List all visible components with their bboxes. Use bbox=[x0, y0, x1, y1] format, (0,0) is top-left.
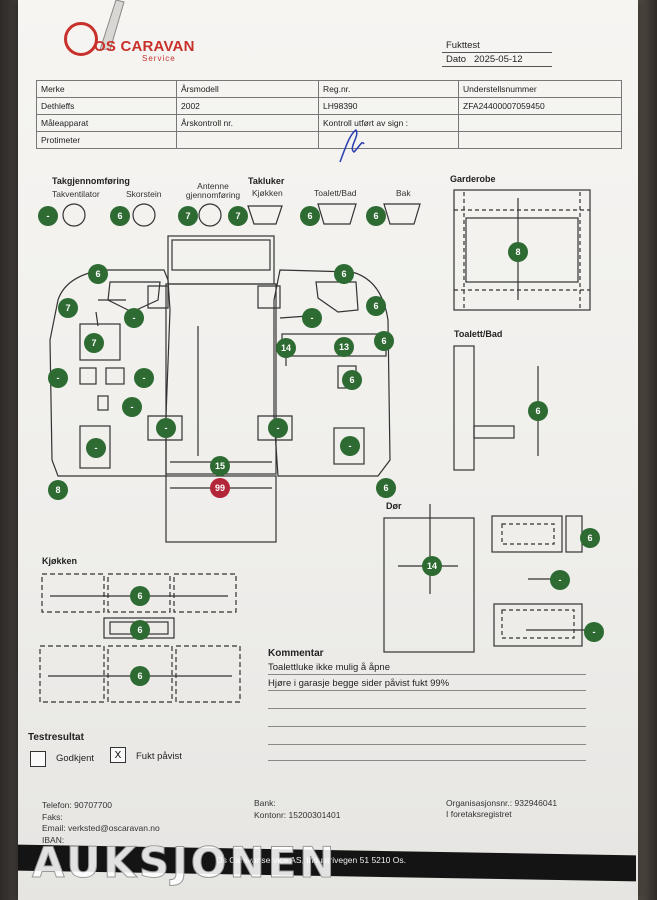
moisture-label: Fukt påvist bbox=[136, 751, 182, 762]
vehicle-info-table: Merke Årsmodell Reg.nr. Understellsnumme… bbox=[36, 80, 622, 149]
bank-label: Bank: bbox=[254, 798, 276, 808]
company-register: I foretaksregistret bbox=[446, 809, 512, 819]
bank-account: Kontonr: 15200301401 bbox=[254, 810, 341, 820]
reading-wardrobe: 8 bbox=[508, 242, 528, 262]
moisture-checkbox[interactable]: X bbox=[110, 747, 126, 763]
reading-center-15: 15 bbox=[210, 456, 230, 476]
reading-bathroom: 6 bbox=[528, 401, 548, 421]
roof-hatches-title: Takluker bbox=[248, 176, 285, 186]
antenna-label: Antenne gjennomføring bbox=[185, 181, 241, 200]
reading-plan-right-bottom: 6 bbox=[376, 478, 396, 498]
contact-email: Email: verksted@oscaravan.no bbox=[42, 823, 160, 833]
reading-plan-left-a: - bbox=[48, 368, 68, 388]
contact-fax: Faks: bbox=[42, 812, 63, 822]
reading-kitchen-top: 6 bbox=[130, 586, 150, 606]
reading-kitchen-bottom: 6 bbox=[130, 666, 150, 686]
watermark: AUKSJONEN bbox=[31, 838, 338, 888]
kitchen-hatch-label: Kjøkken bbox=[252, 188, 283, 198]
comment-rule bbox=[268, 744, 586, 745]
reading-door-bottom: - bbox=[584, 622, 604, 642]
reading-door-top: 6 bbox=[580, 528, 600, 548]
reading-plan-left-c: - bbox=[122, 397, 142, 417]
reading-plan-right-lower: - bbox=[268, 418, 288, 438]
comment-rule bbox=[268, 726, 586, 727]
reading-plan-left-d: - bbox=[86, 438, 106, 458]
reading-chimney: 6 bbox=[110, 206, 130, 226]
reading-bathroom-hatch: 6 bbox=[300, 206, 320, 226]
logo-subtitle: Service bbox=[142, 54, 176, 63]
reading-plan-left-e: - bbox=[156, 418, 176, 438]
roof-vent-label: Takventilator bbox=[52, 189, 100, 199]
reading-center-99: 99 bbox=[210, 478, 230, 498]
test-title: Fukttest bbox=[446, 40, 480, 51]
comment-rule bbox=[268, 760, 586, 761]
bathroom-hatch-label: Toalett/Bad bbox=[314, 188, 357, 198]
reading-plan-right-14: 14 bbox=[276, 338, 296, 358]
reading-kitchen-hatch: 7 bbox=[228, 206, 248, 226]
contact-iban: IBAN: bbox=[42, 835, 65, 845]
header-line bbox=[442, 52, 552, 53]
footer-address: Os Caravanservice AS, Industrivegen 51 5… bbox=[216, 855, 406, 865]
reading-plan-right-top: 6 bbox=[334, 264, 354, 284]
reading-antenna: 7 bbox=[178, 206, 198, 226]
reading-plan-left-cab: 7 bbox=[84, 333, 104, 353]
comment-line-2: Hjøre i garasje begge sider påvist fukt … bbox=[268, 678, 450, 689]
reading-plan-left-upper: 7 bbox=[58, 298, 78, 318]
floor-plan-diagram bbox=[39, 189, 592, 703]
chimney-label: Skorstein bbox=[126, 189, 162, 199]
logo-text: OS CARAVAN bbox=[94, 38, 195, 55]
reading-plan-right-upper: 6 bbox=[366, 296, 386, 316]
date-label: Dato bbox=[446, 54, 467, 65]
rear-hatch-label: Bak bbox=[396, 188, 411, 198]
reading-plan-right-corner: - bbox=[340, 436, 360, 456]
reading-door-mid: - bbox=[550, 570, 570, 590]
approved-label: Godkjent bbox=[56, 753, 95, 764]
reading-door-main: 14 bbox=[422, 556, 442, 576]
contact-phone: Telefon: 90707700 bbox=[42, 800, 112, 810]
approved-checkbox[interactable] bbox=[30, 751, 46, 767]
bathroom-title: Toalett/Bad bbox=[454, 329, 503, 339]
reading-rear-hatch: 6 bbox=[366, 206, 386, 226]
comment-rule bbox=[268, 674, 586, 675]
reading-plan-right-box: 6 bbox=[342, 370, 362, 390]
roof-penetration-title: Takgjennomføring bbox=[52, 176, 130, 186]
header-line bbox=[442, 66, 552, 67]
comments-title: Kommentar bbox=[268, 648, 324, 659]
comment-line-1: Toalettluke ikke mulig å åpne bbox=[268, 662, 390, 673]
logo-mark bbox=[64, 22, 98, 56]
reading-plan-right-edge: 6 bbox=[374, 331, 394, 351]
reading-plan-left-b: - bbox=[134, 368, 154, 388]
reading-plan-left-top: 6 bbox=[88, 264, 108, 284]
reading-plan-right-13: 13 bbox=[334, 337, 354, 357]
reading-plan-right-mid: - bbox=[302, 308, 322, 328]
reading-kitchen-mid: 6 bbox=[130, 620, 150, 640]
door-title: Dør bbox=[386, 501, 402, 511]
kitchen-title: Kjøkken bbox=[42, 556, 78, 566]
comment-rule bbox=[268, 708, 586, 709]
test-result-title: Testresultat bbox=[28, 732, 84, 743]
reading-plan-left-bottom: 8 bbox=[48, 480, 68, 500]
pen-icon bbox=[99, 0, 125, 50]
comment-rule bbox=[268, 690, 586, 691]
reading-roof-vent: - bbox=[38, 206, 58, 226]
moisture-test-sheet: OS CARAVAN Service Fukttest Dato 2025-05… bbox=[18, 0, 638, 900]
org-number: Organisasjonsnr.: 932946041 bbox=[446, 798, 558, 808]
reading-plan-left-mid: - bbox=[124, 308, 144, 328]
date-value: 2025-05-12 bbox=[474, 54, 523, 65]
signature bbox=[339, 128, 365, 163]
wardrobe-title: Garderobe bbox=[450, 174, 496, 184]
